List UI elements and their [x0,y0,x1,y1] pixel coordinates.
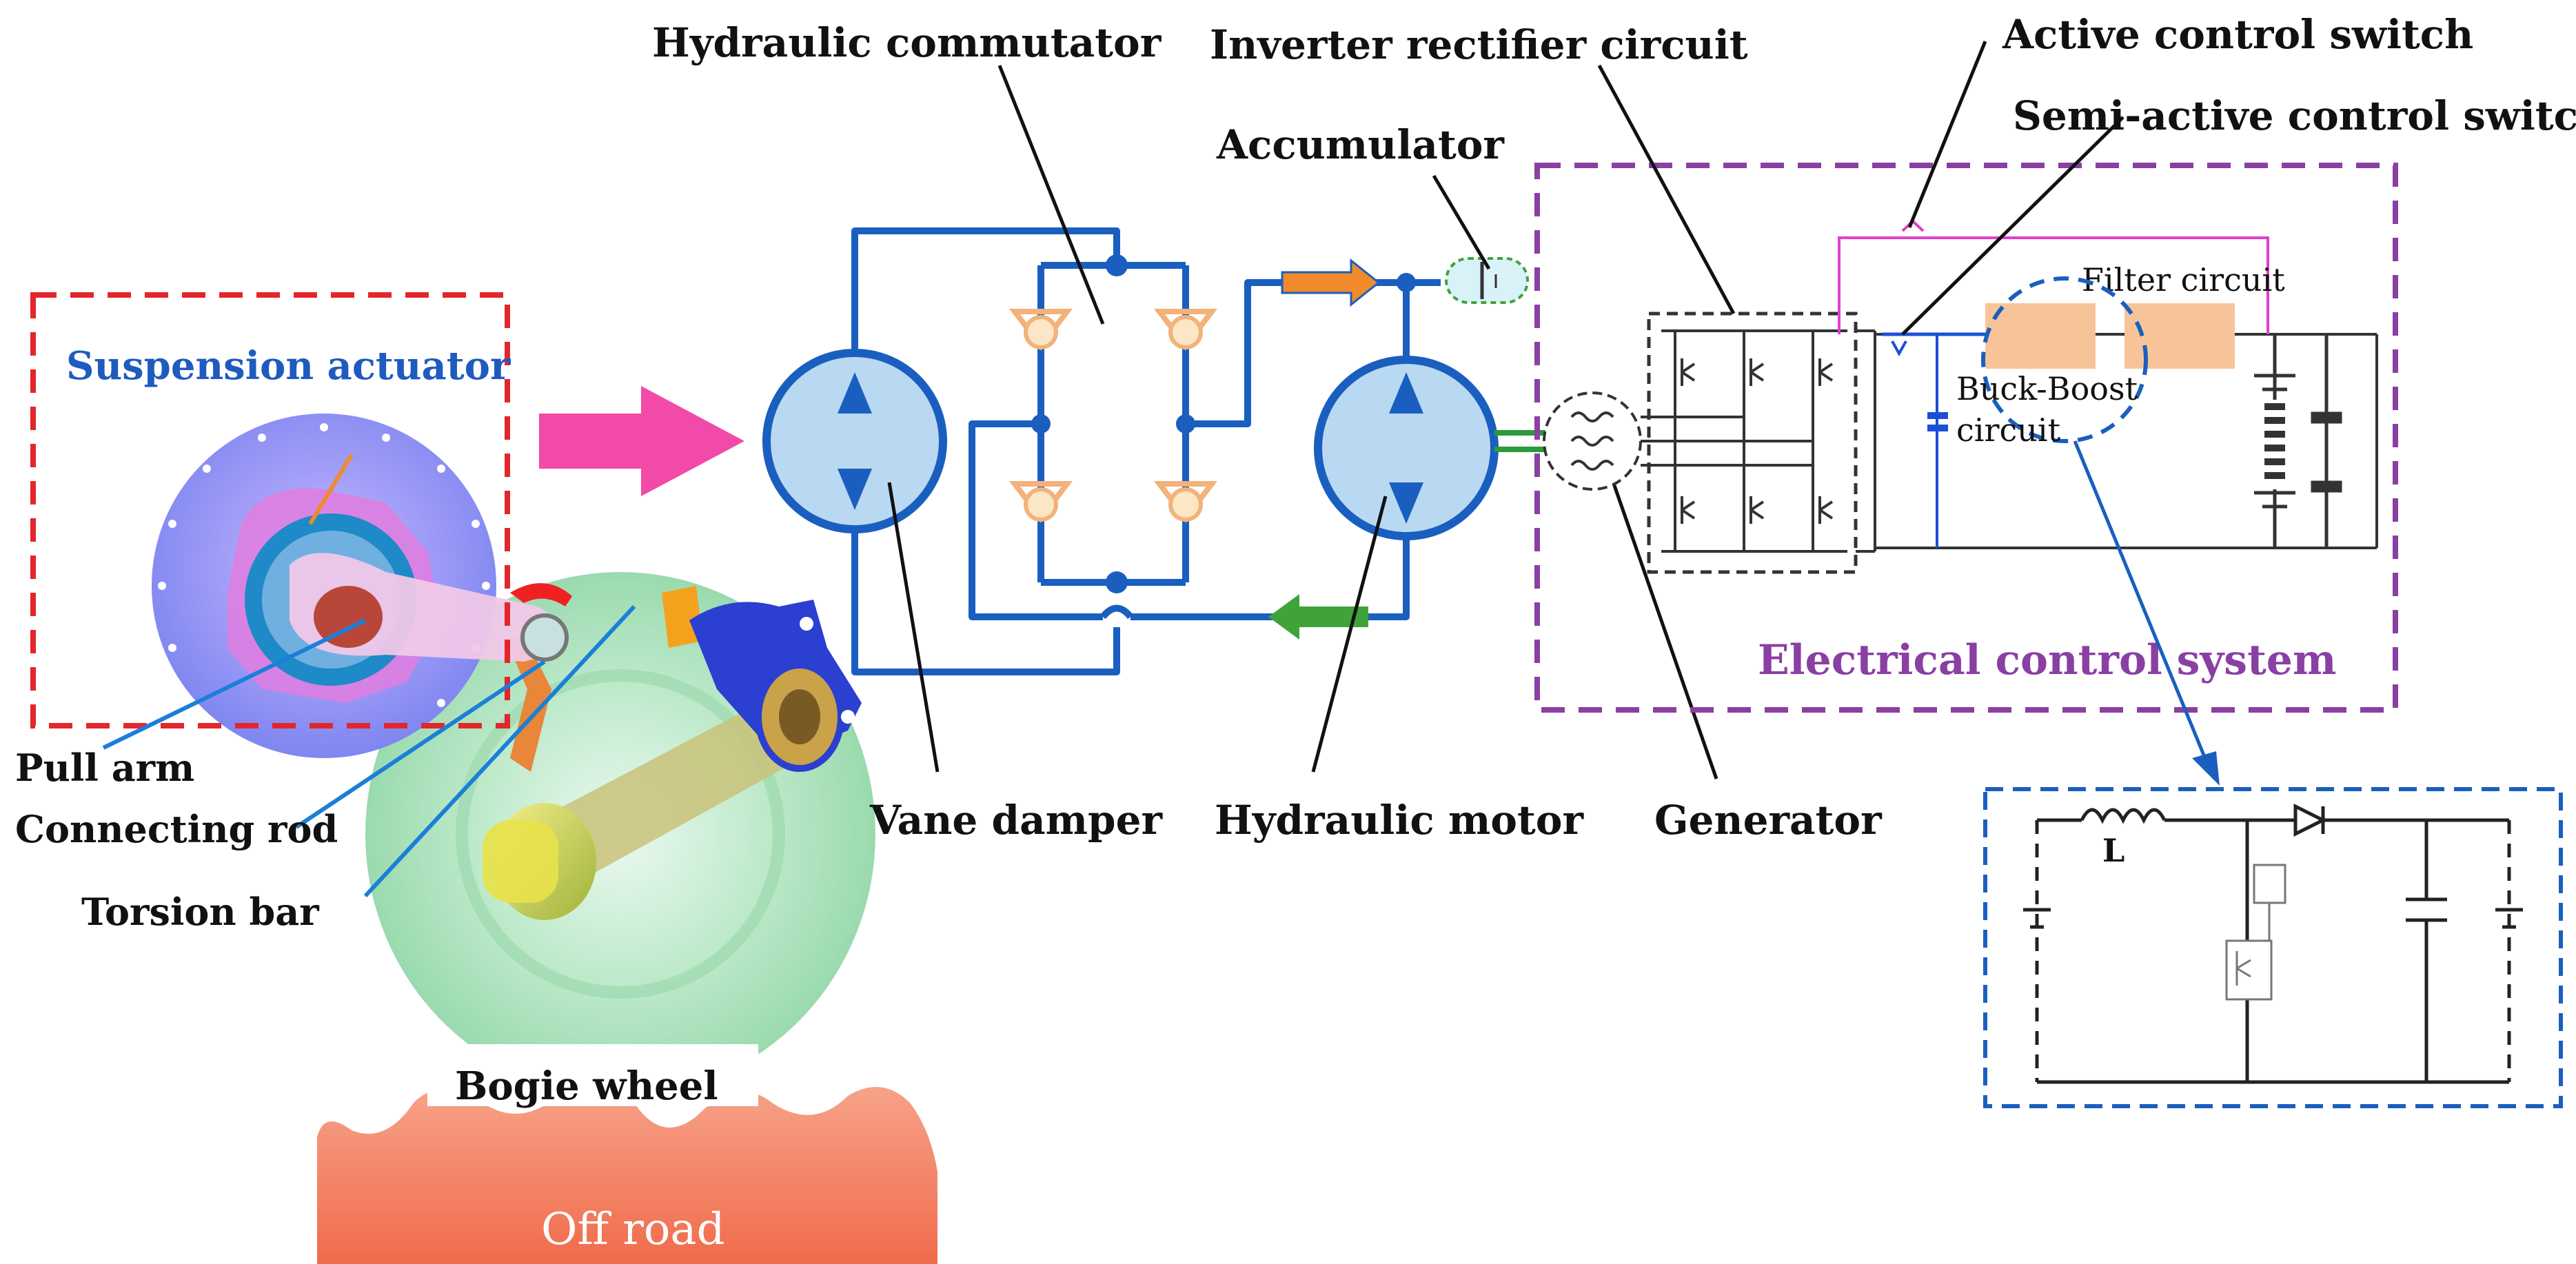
inverter-rectifier-label: Inverter rectifier circuit [1210,21,1748,68]
hydraulic-motor [1314,356,1499,540]
battery-dots [2264,403,2285,479]
actuator-bolt-ring [158,423,490,707]
connecting-rod-label: Connecting rod [15,807,338,851]
mechanical-assembly [152,414,937,1264]
generator-label: Generator [1654,797,1883,844]
active-switch-label: Active control switch [2002,11,2473,58]
torsion-bar-label: Torsion bar [81,890,319,934]
accumulator [1445,257,1529,304]
check-valve-1 [1008,309,1073,351]
buck-boost-detail-circuit [2023,803,2523,1084]
suspension-actuator-frame [30,292,510,728]
accumulator-label: Accumulator [1216,121,1505,168]
electrical-control-frame [1534,163,2398,713]
mechanical-callout-lines [102,604,636,898]
wheel-hub-ring [456,669,785,999]
buck-boost-label-line2: circuit [1956,411,2061,449]
electrical-callout-lines [1597,41,2124,336]
check-valve-3 [1008,481,1073,523]
electrical-control-label: Electrical control system [1758,636,2336,684]
filter-circuit-label: Filter circuit [2082,261,2285,298]
vane-damper [762,349,947,533]
hydraulic-callout-lines [887,65,1718,779]
check-valve-4 [1153,481,1218,523]
inductor-label: L [2102,832,2124,869]
transfer-arrow [539,386,744,496]
hydraulic-junctions [1031,254,1416,593]
off-road-ground [317,1078,937,1264]
torsion-hub [689,600,862,772]
inverter-rectifier [1647,312,1875,574]
hydraulic-motor-label: Hydraulic motor [1215,797,1584,844]
filter-box-1 [1985,303,2096,369]
flow-arrow-green [1268,594,1368,640]
off-road-label: Off road [541,1204,725,1255]
check-valve-2 [1153,309,1218,351]
connecting-rod-shape [507,634,551,772]
hydraulic-commutator-label: Hydraulic commutator [652,19,1162,66]
bogie-wheel-label: Bogie wheel [455,1063,718,1109]
buck-boost-detail-frame [1983,787,2563,1108]
torsion-bar-shape [483,689,827,920]
buck-boost-highlight [1981,276,2148,443]
semi-active-switch [1882,332,1985,548]
buck-boost-label-line1: Buck-Boost [1956,370,2138,407]
vane-damper-label: Vane damper [869,797,1163,844]
filter-box-2 [2124,303,2235,369]
buck-boost-switch [2225,864,2286,1001]
generator [1543,391,1668,491]
detail-arrow-head [2192,751,2220,786]
suspension-actuator-label: Suspension actuator [66,343,511,389]
buck-boost-capacitor [1927,412,1948,431]
semi-active-switch-label: Semi-active control switch [2013,92,2576,139]
pull-arm-label: Pull arm [15,746,194,790]
flow-arrow-orange [1281,258,1381,307]
check-valves [1008,309,1218,523]
